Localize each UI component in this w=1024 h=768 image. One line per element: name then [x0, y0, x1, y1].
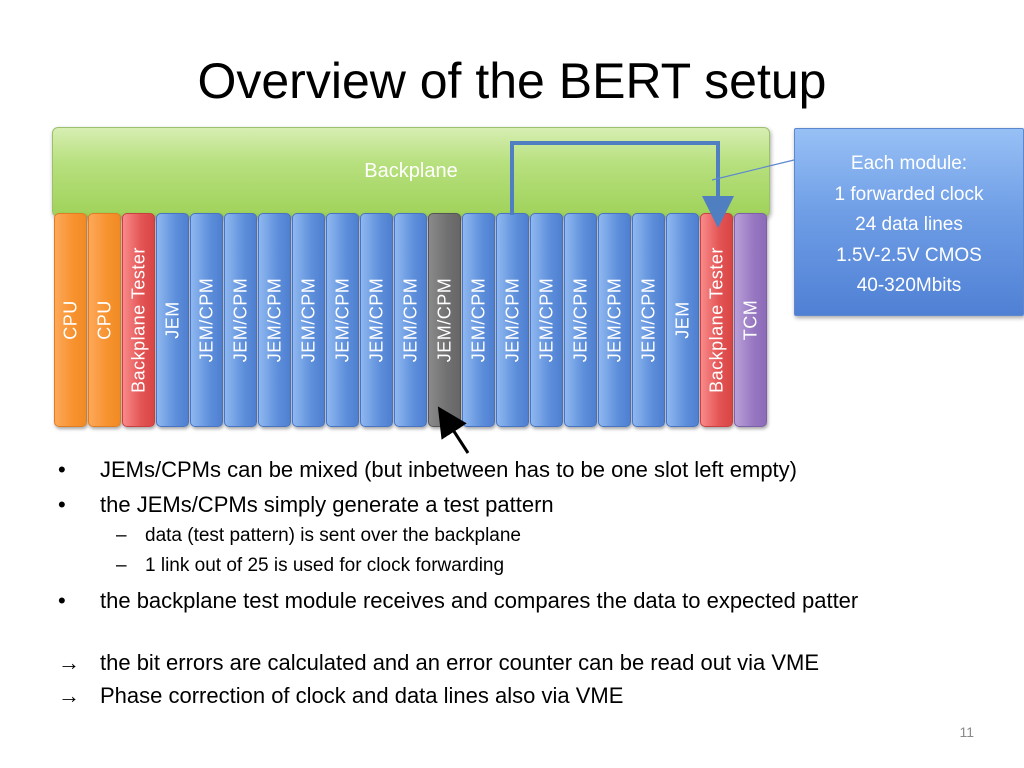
- module-slot: JEM/CPM: [258, 213, 291, 427]
- callout-line: 1.5V-2.5V CMOS: [836, 244, 982, 266]
- bullet-marker: –: [116, 525, 127, 546]
- module-slot: JEM/CPM: [428, 213, 461, 427]
- sub-bullet-item: –1 link out of 25 is used for clock forw…: [116, 554, 916, 578]
- module-slot: JEM/CPM: [190, 213, 223, 427]
- module-slot-label: JEM: [672, 301, 692, 339]
- bullet-item: → Phase correction of clock and data line…: [58, 682, 958, 709]
- module-slot-label: JEM/CPM: [502, 277, 522, 363]
- bullet-text: the bit errors are calculated and an err…: [100, 650, 820, 675]
- module-slot: JEM/CPM: [462, 213, 495, 427]
- module-slot-label: JEM/CPM: [230, 277, 250, 363]
- module-slot: TCM: [734, 213, 767, 427]
- module-slot-label: CPU: [60, 300, 80, 340]
- page-number: 11: [959, 724, 974, 740]
- module-slot-label: JEM/CPM: [604, 277, 624, 363]
- module-slot: JEM/CPM: [564, 213, 597, 427]
- module-spec-callout: Each module: 1 forwarded clock 24 data l…: [794, 128, 1024, 316]
- bullet-item: • the JEMs/CPMs simply generate a test pa…: [58, 491, 958, 518]
- module-slot: JEM: [666, 213, 699, 427]
- module-slot: JEM/CPM: [360, 213, 393, 427]
- bullet-text: data (test pattern) is sent over the bac…: [145, 525, 521, 546]
- module-slot-label: TCM: [740, 299, 760, 341]
- bullet-item: • JEMs/CPMs can be mixed (but inbetween h…: [58, 456, 958, 483]
- module-slot: JEM/CPM: [224, 213, 257, 427]
- slide-title: Overview of the BERT setup: [197, 53, 827, 109]
- module-slot-label: JEM: [162, 301, 182, 339]
- module-slot: Backplane Tester: [122, 213, 155, 427]
- module-slot-label: JEM/CPM: [400, 277, 420, 363]
- callout-line: 40-320Mbits: [856, 275, 962, 296]
- backplane: Backplane: [52, 127, 770, 217]
- module-slot-label: JEM/CPM: [434, 277, 454, 363]
- bullet-text: the backplane test module receives and c…: [100, 588, 859, 613]
- module-slot: JEM/CPM: [598, 213, 631, 427]
- module-slot: CPU: [88, 213, 121, 427]
- module-slot: JEM/CPM: [394, 213, 427, 427]
- callout-line: Each module:: [850, 153, 968, 174]
- module-slot: JEM/CPM: [632, 213, 665, 427]
- bullet-item: → the bit errors are calculated and an er…: [58, 649, 958, 676]
- module-slot-label: Backplane Tester: [706, 247, 726, 393]
- module-slot-label: JEM/CPM: [366, 277, 386, 363]
- module-slot-label: JEM/CPM: [298, 277, 318, 363]
- module-slot: CPU: [54, 213, 87, 427]
- bullet-text: 1 link out of 25 is used for clock forwa…: [145, 555, 505, 576]
- module-slot-label: JEM/CPM: [332, 277, 352, 363]
- module-slot: JEM/CPM: [326, 213, 359, 427]
- bullet-marker: →: [58, 683, 80, 708]
- module-slot: JEM/CPM: [292, 213, 325, 427]
- module-slot-label: JEM/CPM: [638, 277, 658, 363]
- bullet-text: Phase correction of clock and data lines…: [100, 683, 624, 708]
- module-slot: Backplane Tester: [700, 213, 733, 427]
- bullet-text: the JEMs/CPMs simply generate a test pat…: [100, 492, 554, 517]
- module-slot-label: JEM/CPM: [570, 277, 590, 363]
- module-slot-label: JEM/CPM: [536, 277, 556, 363]
- module-slot-label: JEM/CPM: [264, 277, 284, 363]
- bullet-item: • the backplane test module receives and …: [58, 587, 958, 614]
- bullet-marker: •: [58, 457, 66, 482]
- callout-line: 24 data lines: [855, 214, 963, 235]
- bullet-marker: –: [116, 555, 127, 576]
- bullet-marker: •: [58, 588, 66, 613]
- module-slot-label: Backplane Tester: [128, 247, 148, 393]
- sub-bullet-item: –data (test pattern) is sent over the ba…: [116, 524, 916, 548]
- callout-line: 1 forwarded clock: [834, 183, 984, 205]
- bullet-marker: →: [58, 650, 80, 675]
- backplane-label: Backplane: [364, 160, 458, 182]
- bullet-marker: •: [58, 492, 66, 517]
- module-slot: JEM/CPM: [496, 213, 529, 427]
- module-slot: JEM: [156, 213, 189, 427]
- module-slot-label: JEM/CPM: [196, 277, 216, 363]
- module-slot-label: CPU: [94, 300, 114, 340]
- module-slot-label: JEM/CPM: [468, 277, 488, 363]
- bullet-text: JEMs/CPMs can be mixed (but inbetween ha…: [100, 457, 797, 482]
- module-slot: JEM/CPM: [530, 213, 563, 427]
